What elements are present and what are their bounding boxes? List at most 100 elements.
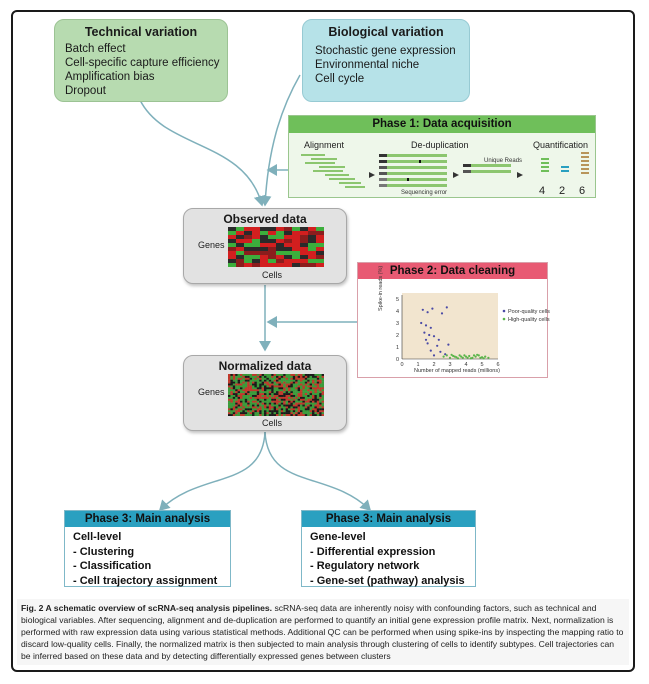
heatmap-cell (316, 235, 324, 240)
heatmap-cell (309, 408, 313, 411)
high-quality-point (461, 356, 464, 359)
heatmap-cell (312, 385, 315, 388)
sequencing-error-label: Sequencing error (401, 190, 448, 196)
poor-quality-point (437, 338, 440, 341)
heatmap-cell (319, 414, 322, 416)
heatmap-cell (254, 414, 257, 416)
heatmap-cell (240, 377, 243, 380)
high-quality-point (487, 356, 490, 359)
heatmap-cell (256, 414, 260, 416)
heatmap-cell (268, 408, 272, 411)
heatmap-cell (235, 398, 238, 401)
heatmap-cell (309, 396, 313, 400)
heatmap-cell (309, 387, 313, 390)
heatmap-cell (271, 400, 274, 403)
heatmap-cell (309, 377, 313, 380)
heatmap-cell (237, 381, 241, 384)
phase1-title: Phase 1: Data acquisition (289, 116, 595, 133)
heatmap-cell (252, 396, 255, 400)
heatmap-cell (288, 410, 291, 413)
heatmap-cell (244, 408, 248, 411)
high-quality-point (469, 357, 472, 360)
heatmap-cell (228, 395, 231, 398)
high-quality-point (472, 354, 476, 357)
heatmap-cell (316, 377, 320, 380)
heatmap-cell (307, 381, 310, 384)
heatmap-cell (228, 387, 231, 390)
heatmap-cell (283, 402, 286, 405)
heatmap-cell (236, 235, 245, 240)
heatmap-cell (300, 243, 309, 248)
heatmap-cell (232, 398, 236, 401)
heatmap-cell (278, 408, 281, 411)
heatmap-cell (302, 374, 305, 377)
heatmap-cell (254, 395, 257, 398)
heatmap-cell (271, 391, 274, 394)
heatmap-cell (285, 375, 289, 379)
heatmap-cell (321, 387, 324, 390)
heatmap-cell (314, 377, 317, 380)
heatmap-cell (280, 377, 284, 380)
heatmap-cell (252, 395, 255, 398)
heatmap-cell (268, 227, 277, 232)
heatmap-cell (300, 406, 303, 409)
heatmap-cell (307, 408, 310, 411)
heatmap-cell (312, 402, 315, 405)
heatmap-cell (309, 402, 313, 405)
heatmap-cell (304, 402, 308, 405)
heatmap-cell (240, 408, 243, 411)
heatmap-cell (271, 381, 274, 384)
poor-quality-point (432, 335, 436, 338)
heatmap-cell (283, 410, 286, 413)
poor-quality-point (423, 331, 426, 334)
heatmap-cell (266, 381, 269, 384)
heatmap-cell (316, 227, 324, 232)
heatmap-cell (288, 402, 291, 405)
heatmap-cell (252, 398, 255, 401)
heatmap-cell (276, 259, 285, 264)
heatmap-cell (304, 406, 308, 409)
heatmap-cell (256, 395, 260, 398)
count-label: 6 (579, 185, 586, 197)
heatmap-cell (302, 375, 305, 379)
heatmap-cell (228, 374, 231, 377)
heatmap-cell (244, 381, 248, 384)
heatmap-cell (283, 400, 286, 403)
heatmap-cell (264, 395, 267, 398)
heatmap-cell (273, 406, 277, 409)
heatmap-cell (235, 414, 238, 416)
heatmap-cell (259, 408, 262, 411)
heatmap-cell (264, 381, 267, 384)
heatmap-cell (228, 383, 231, 386)
heatmap-cell (276, 243, 285, 248)
legend-high-marker (502, 317, 506, 321)
heatmap-cell (228, 231, 237, 236)
heatmap-cell (308, 243, 317, 248)
heatmap-cell (256, 408, 260, 411)
heatmap-cell (228, 381, 231, 384)
heatmap-cell (309, 412, 313, 415)
heatmap-cell (254, 381, 257, 384)
technical-variation-box: Technical variation Batch effect Cell-sp… (54, 19, 228, 102)
heatmap-cell (232, 396, 236, 400)
heatmap-cell (300, 400, 303, 403)
phase2-title: Phase 2: Data cleaning (358, 263, 547, 279)
heatmap-cell (284, 247, 293, 252)
heatmap-cell (276, 395, 279, 398)
heatmap-cell (240, 400, 243, 403)
heatmap-cell (242, 383, 245, 386)
heatmap-cell (256, 393, 260, 396)
heatmap-cell (321, 375, 324, 379)
heatmap-cell (271, 414, 274, 416)
heatmap-cell (271, 395, 274, 398)
heatmap-cell (321, 393, 324, 396)
heatmap-cell (307, 389, 310, 392)
heatmap-cell (252, 404, 255, 407)
heatmap-cell (316, 379, 320, 382)
heatmap-cell (319, 408, 322, 411)
heatmap-cell (321, 402, 324, 405)
heatmap-cell (254, 406, 257, 409)
heatmap-cell (237, 374, 241, 377)
heatmap-cell (302, 400, 305, 403)
heatmap-cell (244, 231, 253, 236)
